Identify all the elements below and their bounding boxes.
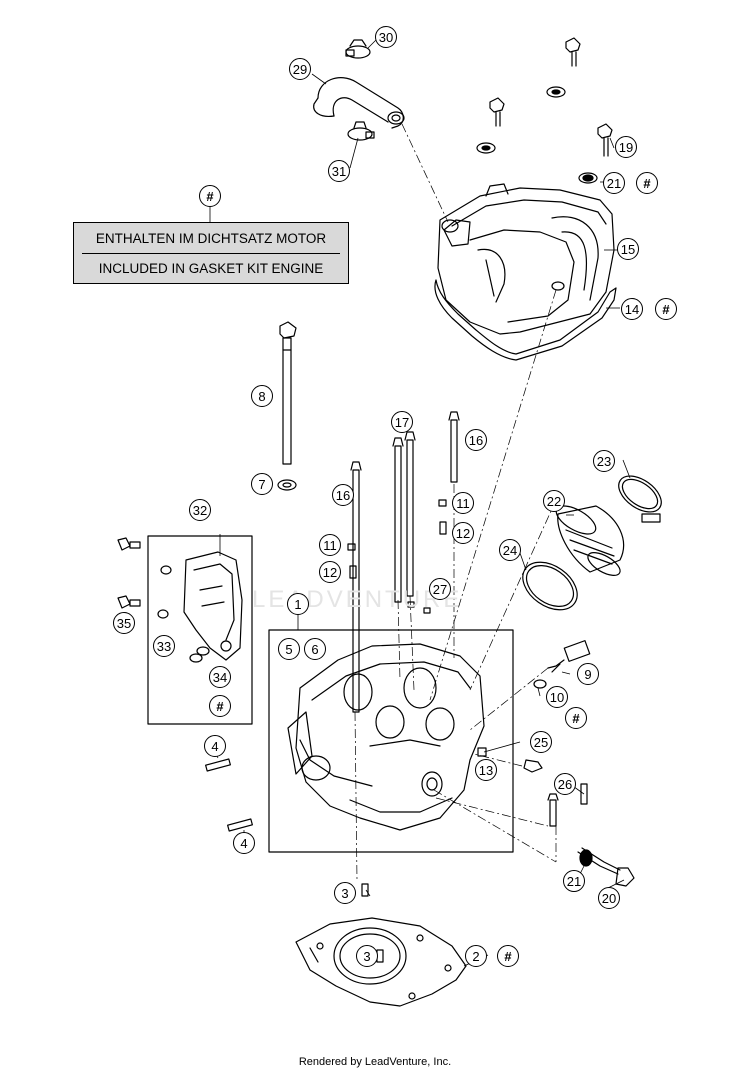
o-ring-10	[533, 679, 547, 689]
hash-10: #	[565, 707, 587, 729]
hose-clamp-lower	[347, 121, 375, 141]
cover-seal-ring	[578, 172, 598, 184]
callout-19[interactable]: 19	[615, 136, 637, 158]
callout-3-upper[interactable]: 3	[334, 882, 356, 904]
callout-4-upper[interactable]: 4	[204, 735, 226, 757]
cylinder-head	[287, 643, 485, 831]
clamp-23	[618, 475, 662, 523]
callout-27[interactable]: 27	[429, 578, 451, 600]
cam-cover-32	[183, 551, 243, 661]
callout-34[interactable]: 34	[209, 666, 231, 688]
stud-17-a	[392, 437, 404, 603]
dowel-4-upper	[205, 758, 231, 772]
assembly-lines	[354, 123, 557, 881]
cover-bolt-1	[565, 37, 581, 67]
callout-31[interactable]: 31	[328, 160, 350, 182]
hash-2: #	[497, 945, 519, 967]
callout-4-lower[interactable]: 4	[233, 832, 255, 854]
sleeve-12-left	[349, 565, 357, 579]
nut-11-right	[438, 499, 447, 507]
callout-21-bottom[interactable]: 21	[563, 870, 585, 892]
callout-26[interactable]: 26	[554, 773, 576, 795]
note-line-english: INCLUDED IN GASKET KIT ENGINE	[98, 261, 324, 276]
cover-bolt-3	[597, 123, 613, 157]
callout-11-left[interactable]: 11	[319, 534, 341, 556]
callout-2[interactable]: 2	[465, 945, 487, 967]
callout-17[interactable]: 17	[391, 411, 413, 433]
callout-20[interactable]: 20	[598, 887, 620, 909]
callout-6[interactable]: 6	[304, 638, 326, 660]
sensor-9	[547, 640, 591, 673]
long-bolt-8	[279, 321, 297, 465]
callout-23[interactable]: 23	[593, 450, 615, 472]
stud-16-right	[448, 411, 460, 483]
plug-27	[407, 601, 431, 614]
callout-5[interactable]: 5	[278, 638, 300, 660]
washer-21	[579, 849, 593, 867]
stud-16-left	[350, 461, 362, 713]
callout-35[interactable]: 35	[113, 612, 135, 634]
cover-gasket	[434, 279, 617, 361]
callout-32[interactable]: 32	[189, 499, 211, 521]
valve-cover	[437, 183, 615, 335]
stud-17-b	[404, 431, 416, 597]
callout-25[interactable]: 25	[530, 731, 552, 753]
callout-16-right[interactable]: 16	[465, 429, 487, 451]
callout-12-right[interactable]: 12	[452, 522, 474, 544]
callout-14[interactable]: 14	[621, 298, 643, 320]
cover-bolt-2	[489, 97, 505, 127]
callout-9[interactable]: 9	[577, 663, 599, 685]
note-hash-marker: #	[199, 185, 221, 207]
seal-ring-34b	[189, 653, 203, 663]
callout-15[interactable]: 15	[617, 238, 639, 260]
plug-26	[580, 783, 588, 805]
bolt-long-right	[547, 793, 559, 827]
callout-3-lower[interactable]: 3	[356, 945, 378, 967]
nut-11-left	[347, 543, 356, 551]
bolt-35-lower	[117, 595, 141, 609]
cover-washer-1	[546, 86, 566, 98]
clamp-24	[522, 561, 578, 611]
group-box-32	[147, 535, 253, 725]
footer-credit: Rendered by LeadVenture, Inc.	[298, 1056, 452, 1068]
dowel-4-lower	[227, 818, 253, 832]
callout-24[interactable]: 24	[499, 539, 521, 561]
o-ring-33a	[160, 565, 172, 575]
hash-34: #	[209, 695, 231, 717]
callout-12-left[interactable]: 12	[319, 561, 341, 583]
hose-clamp-upper	[345, 39, 371, 59]
fitting-25	[523, 759, 543, 773]
callout-16-left[interactable]: 16	[332, 484, 354, 506]
cover-washer-2	[476, 142, 496, 154]
breather-hose	[313, 77, 405, 129]
note-line-german: ENTHALTEN IM DICHTSATZ MOTOR	[95, 231, 327, 246]
note-divider	[82, 253, 340, 254]
callout-29[interactable]: 29	[289, 58, 311, 80]
callout-13[interactable]: 13	[475, 759, 497, 781]
group-box-1	[268, 629, 514, 853]
callout-30[interactable]: 30	[375, 26, 397, 48]
o-ring-33b	[157, 609, 169, 619]
gasket-kit-note: ENTHALTEN IM DICHTSATZ MOTOR INCLUDED IN…	[73, 222, 349, 284]
callout-33[interactable]: 33	[153, 635, 175, 657]
washer-7	[277, 479, 297, 491]
callout-8[interactable]: 8	[251, 385, 273, 407]
callout-21-top[interactable]: 21	[603, 172, 625, 194]
intake-boot	[555, 505, 625, 576]
watermark: LEADVENTURE	[252, 586, 463, 613]
callout-11-right[interactable]: 11	[452, 492, 474, 514]
bolt-35-upper	[117, 537, 141, 551]
callout-22[interactable]: 22	[543, 490, 565, 512]
hash-21-top: #	[636, 172, 658, 194]
seal-ring-34a	[196, 646, 210, 656]
callout-7[interactable]: 7	[251, 473, 273, 495]
callout-1[interactable]: 1	[287, 593, 309, 615]
callout-10[interactable]: 10	[546, 686, 568, 708]
head-gasket	[295, 917, 467, 1007]
leader-lines	[209, 39, 631, 967]
sleeve-12-right	[439, 521, 447, 535]
hash-14: #	[655, 298, 677, 320]
dowel-3-upper	[361, 883, 369, 897]
